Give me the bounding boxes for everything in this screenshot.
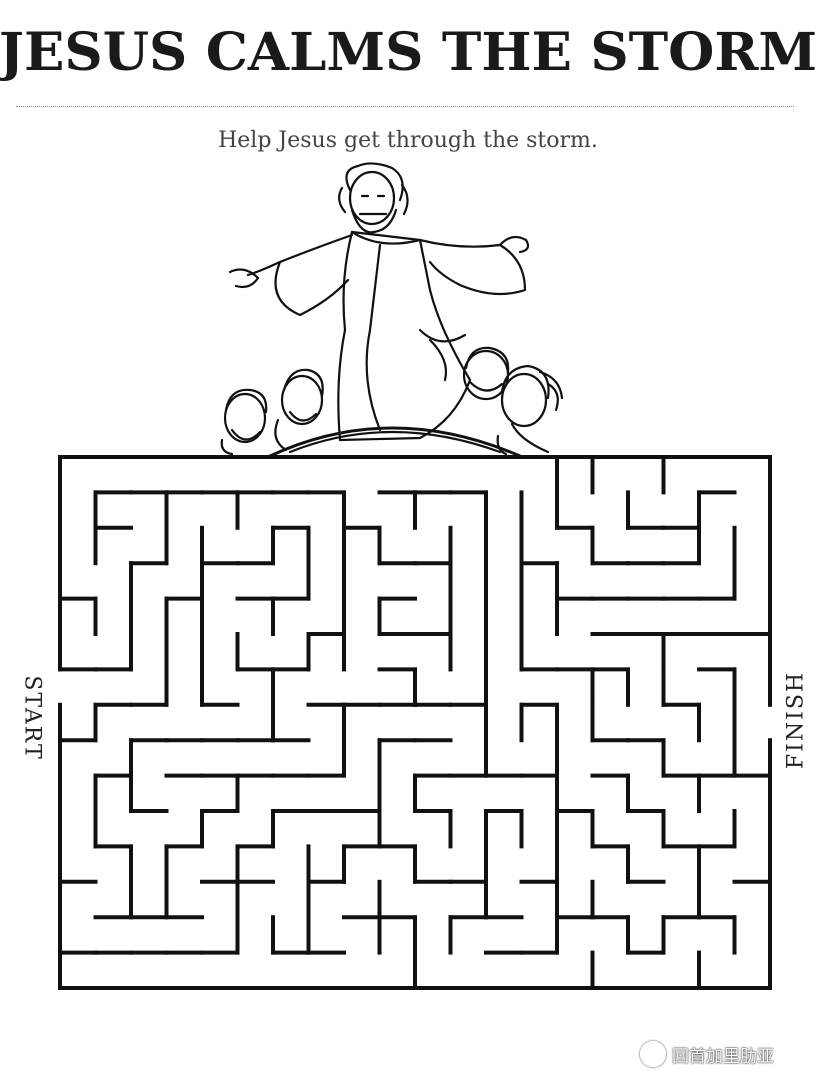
maze-start-label: START bbox=[19, 675, 45, 761]
watermark-text: 回首加里肋亚 bbox=[672, 1046, 774, 1067]
wechat-channel-icon bbox=[640, 1041, 666, 1067]
maze-finish-label: FINISH bbox=[783, 670, 809, 770]
watermark: 回首加里肋亚 bbox=[640, 1036, 810, 1072]
maze-instruction: Help Jesus get through the storm. bbox=[218, 128, 598, 153]
title-divider bbox=[16, 106, 794, 107]
page-title: JESUS CALMS THE STORM bbox=[0, 22, 816, 83]
